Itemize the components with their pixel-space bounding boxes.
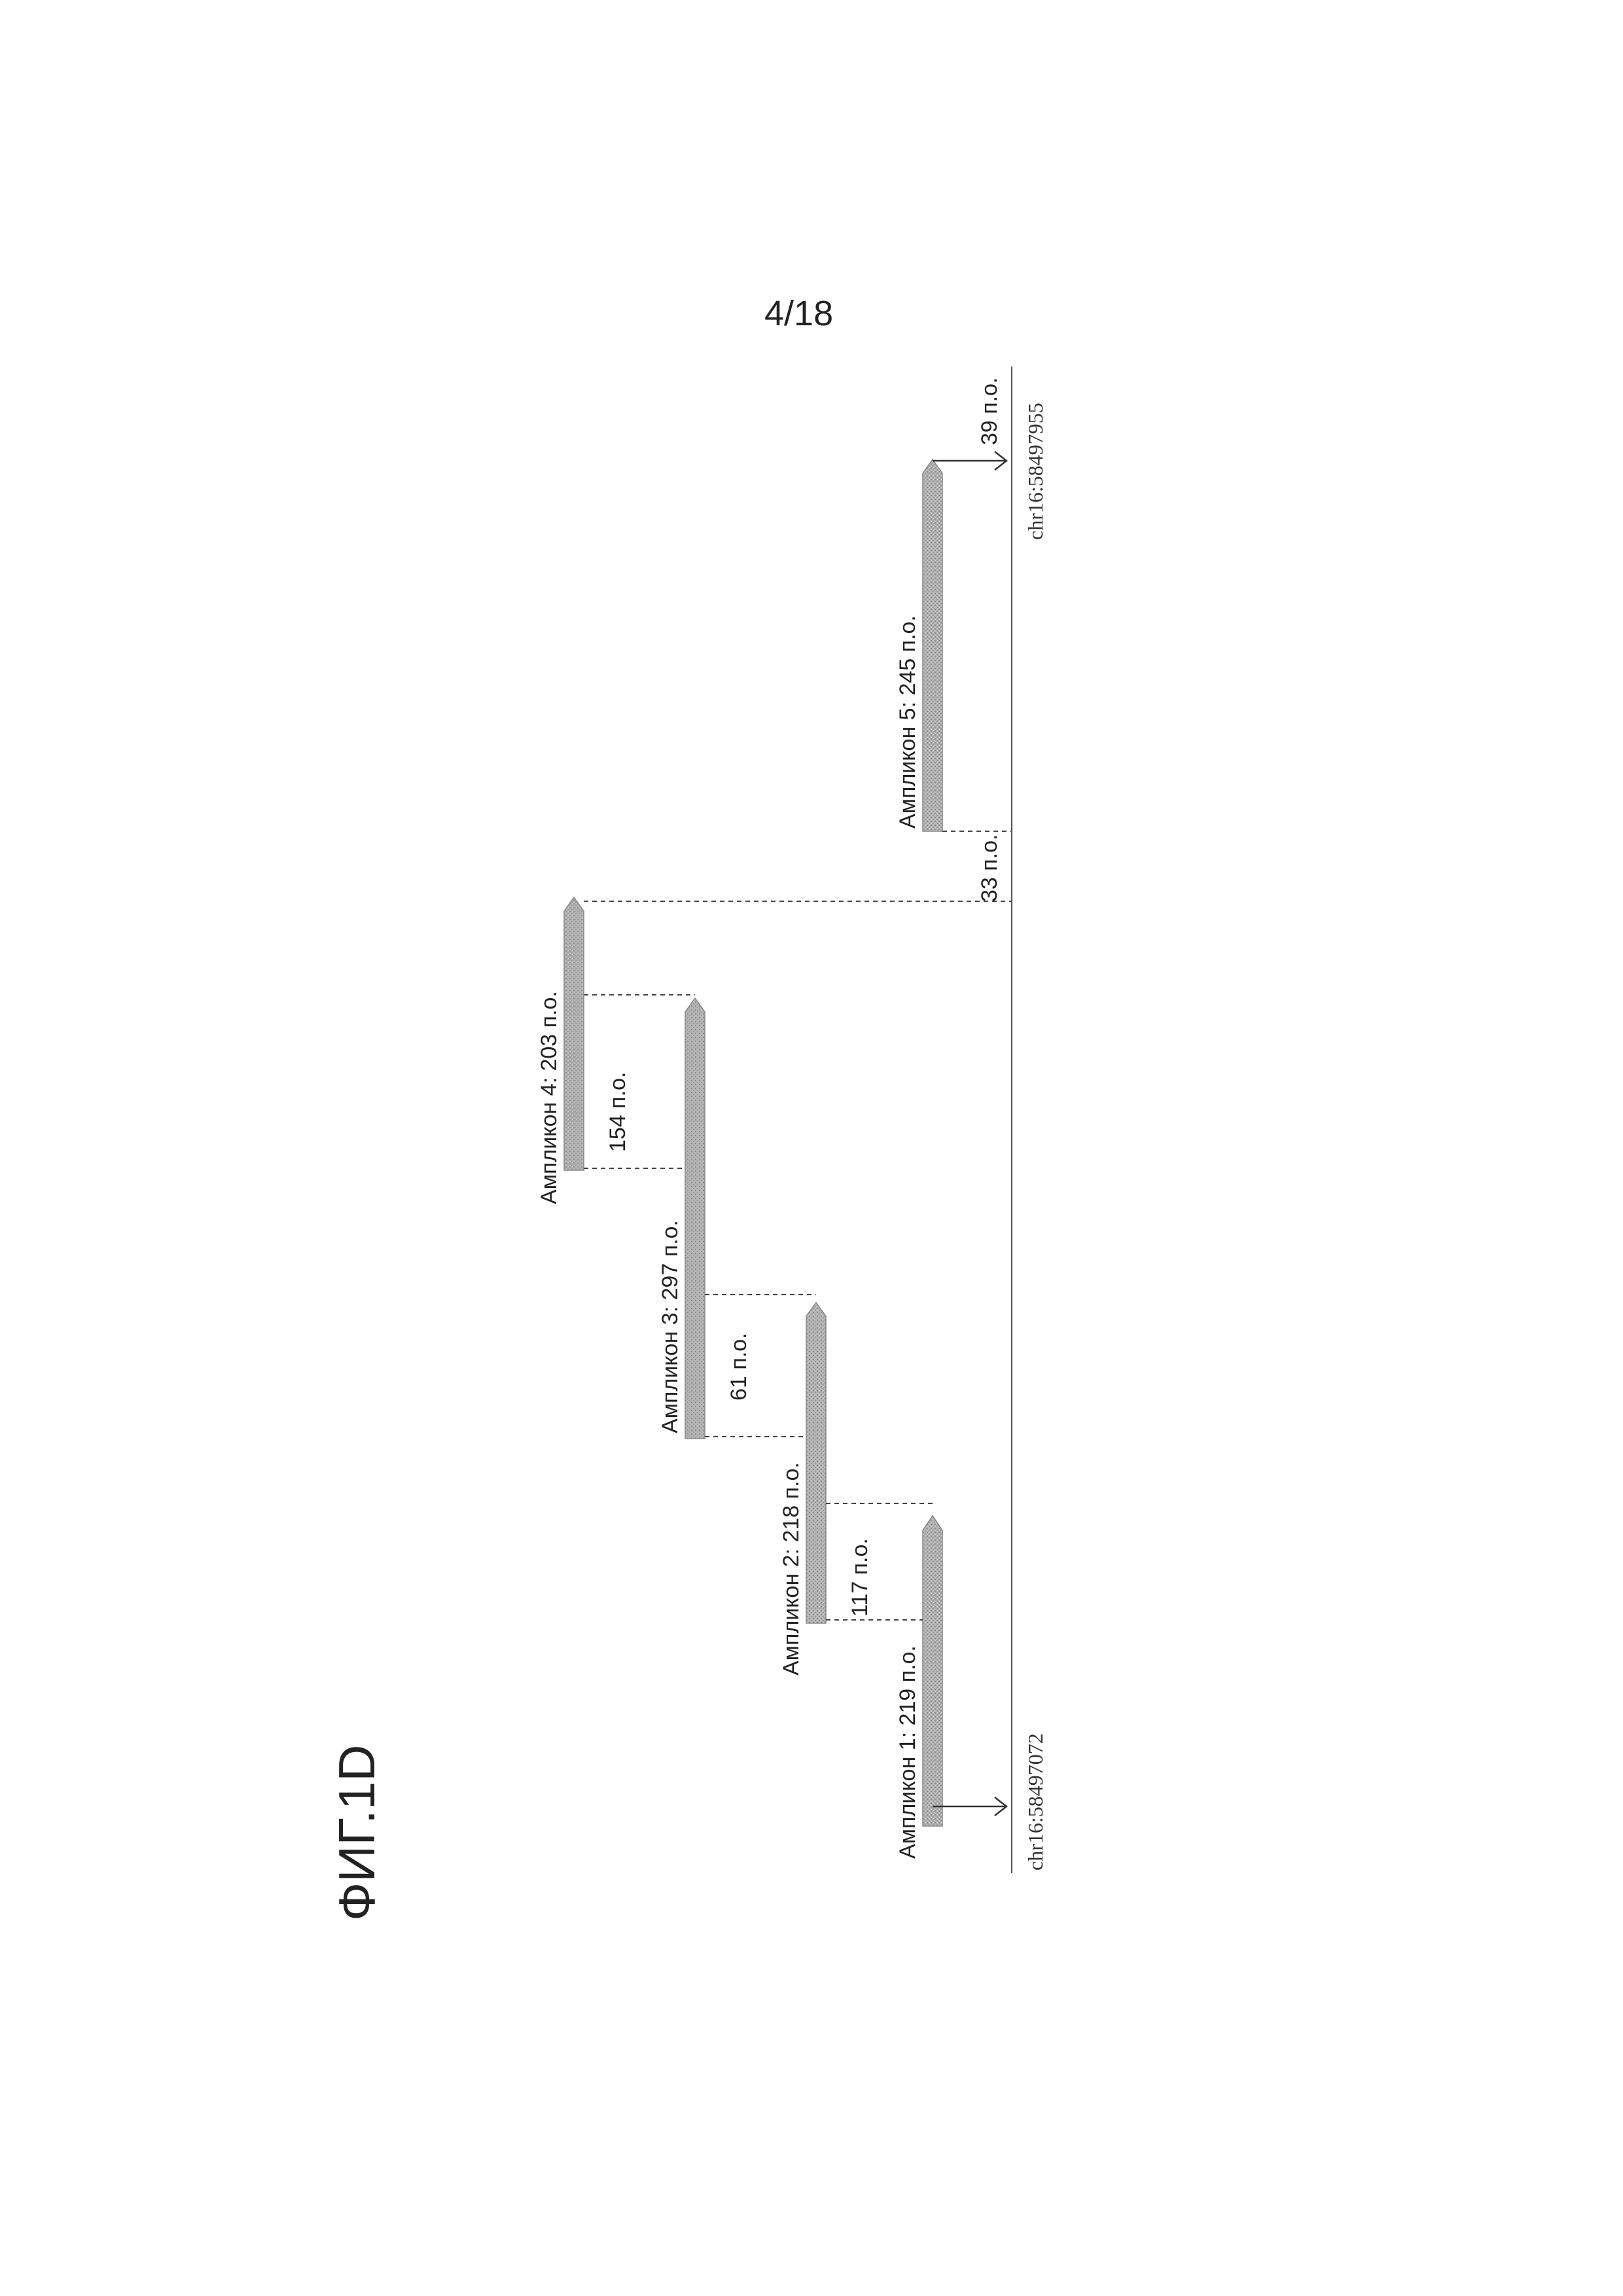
start-coordinate: chr16:58497072 [1024, 1733, 1047, 1871]
amplicon-label-3: Ампликон 3: 297 п.о. [658, 1220, 683, 1433]
gap-label: 33 п.о. [977, 834, 1002, 902]
overlap-label-3: 154 п.о. [605, 1072, 630, 1152]
amplicon-bar-4 [564, 897, 584, 1170]
amplicon-bar-5 [923, 459, 942, 831]
amplicon-label-2: Ампликон 2: 218 п.о. [779, 1462, 804, 1676]
overlap-label-2: 61 п.о. [726, 1333, 751, 1401]
figure-label: ФИГ.1D [328, 1745, 385, 1921]
overlap-label-1: 117 п.о. [847, 1538, 872, 1617]
amplicon-label-1: Ампликон 1: 219 п.о. [895, 1645, 920, 1859]
amplicon-label-4: Ампликон 4: 203 п.о. [537, 991, 562, 1204]
amplicon-label-5: Ампликон 5: 245 п.о. [895, 615, 920, 829]
end-offset-label: 39 п.о. [977, 378, 1002, 445]
amplicon-bar-3 [685, 998, 705, 1439]
amplicon-bar-2 [806, 1302, 826, 1623]
end-coordinate: chr16:58497955 [1024, 403, 1047, 540]
amplicon-bar-1 [923, 1516, 942, 1826]
